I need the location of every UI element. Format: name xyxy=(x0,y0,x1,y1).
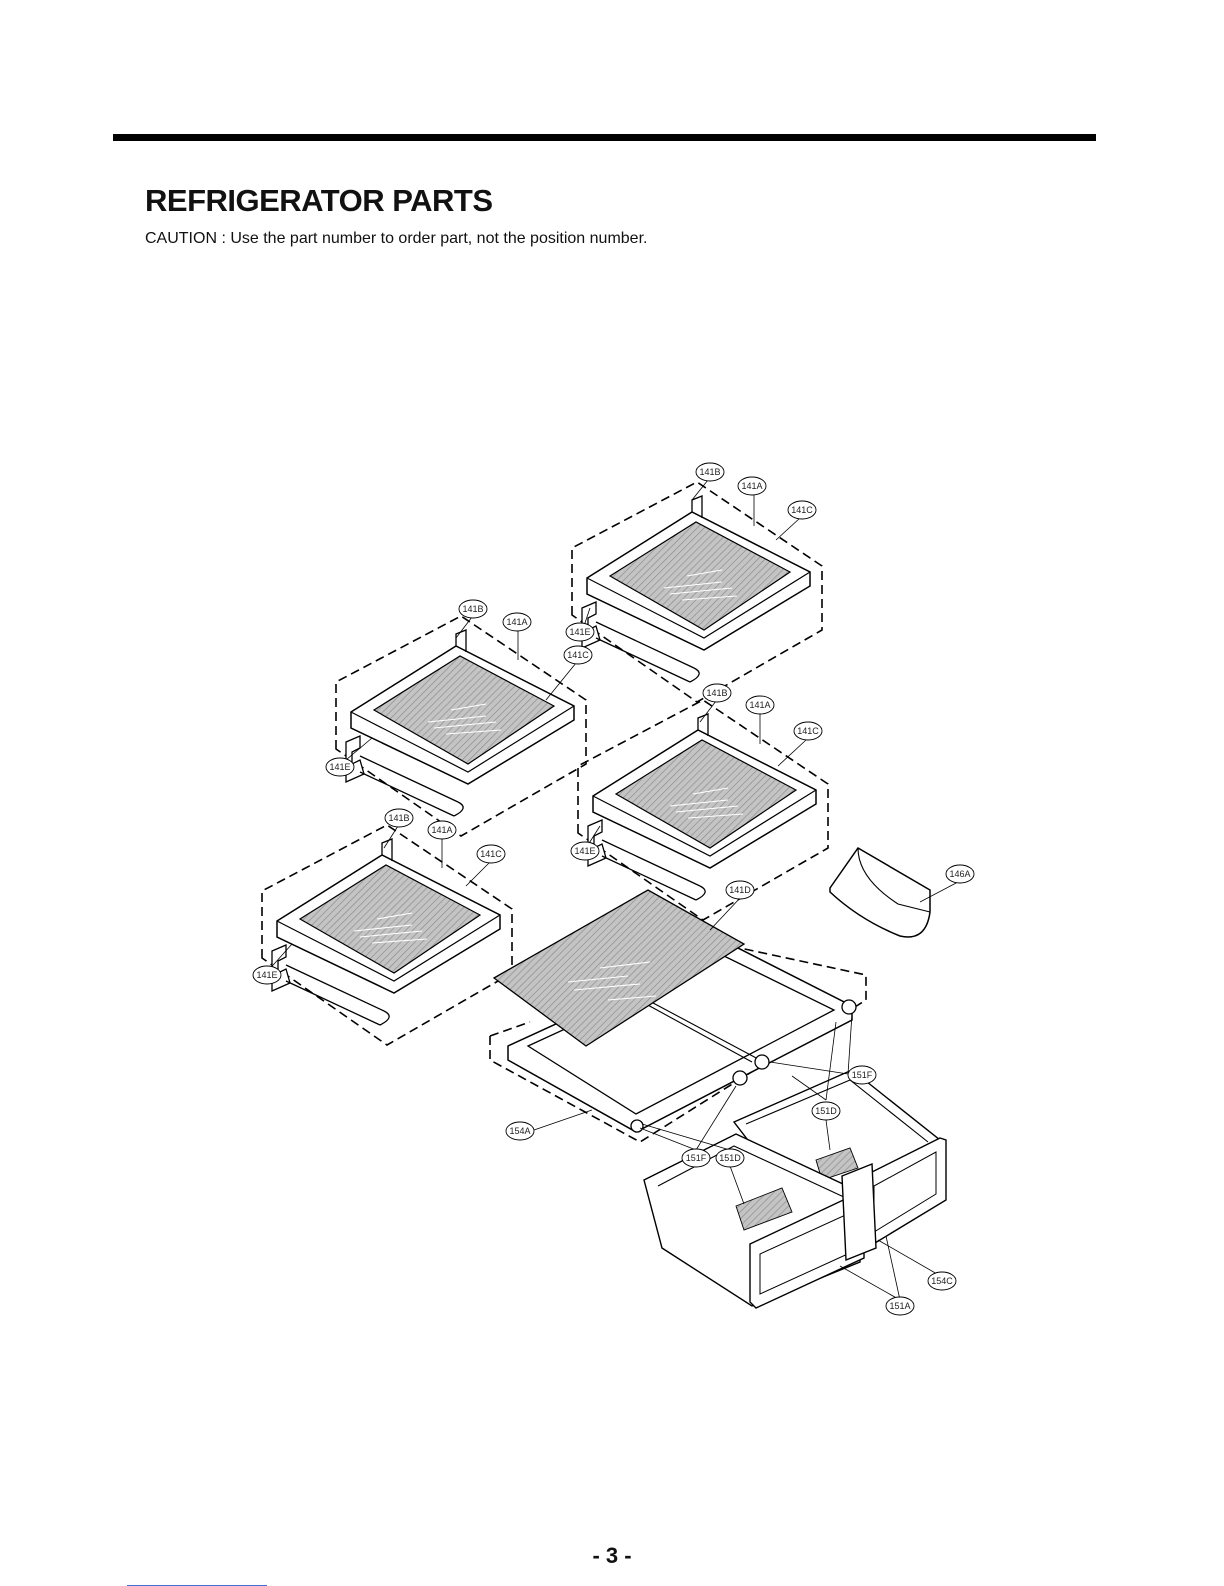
svg-text:141C: 141C xyxy=(567,650,589,660)
svg-text:141A: 141A xyxy=(741,481,762,491)
svg-text:141A: 141A xyxy=(506,617,527,627)
svg-text:141C: 141C xyxy=(797,726,819,736)
cover-146a xyxy=(830,848,930,937)
shelf-assembly-4 xyxy=(262,825,512,1045)
callout-151d-1: 151D xyxy=(812,1102,840,1120)
svg-text:141B: 141B xyxy=(388,813,409,823)
callout-141c-4: 141C xyxy=(477,845,505,863)
svg-text:141C: 141C xyxy=(791,505,813,515)
page-number: - 3 - xyxy=(0,1543,1224,1569)
callout-141b-2: 141B xyxy=(459,600,487,618)
svg-text:151F: 151F xyxy=(686,1153,707,1163)
callout-154a: 154A xyxy=(506,1122,534,1140)
callout-141a-2: 141A xyxy=(503,613,531,631)
callout-141c-3: 141C xyxy=(794,722,822,740)
svg-text:141C: 141C xyxy=(480,849,502,859)
callout-151f-2: 151F xyxy=(682,1149,710,1167)
callout-141d: 141D xyxy=(726,881,754,899)
svg-text:151D: 151D xyxy=(815,1106,837,1116)
svg-text:154C: 154C xyxy=(931,1276,953,1286)
callout-141b-3: 141B xyxy=(703,684,731,702)
callout-141c-1: 141C xyxy=(788,501,816,519)
callout-141e-2: 141E xyxy=(326,758,354,776)
callout-154c: 154C xyxy=(928,1272,956,1290)
callout-141e-4: 141E xyxy=(253,966,281,984)
shelf-assembly-3 xyxy=(578,700,828,920)
svg-text:141A: 141A xyxy=(749,700,770,710)
svg-text:141A: 141A xyxy=(431,825,452,835)
svg-text:151D: 151D xyxy=(719,1153,741,1163)
shelf-assembly-1 xyxy=(572,482,822,702)
svg-text:141B: 141B xyxy=(706,688,727,698)
svg-text:141E: 141E xyxy=(256,970,277,980)
svg-text:151A: 151A xyxy=(889,1301,910,1311)
callout-141a-1: 141A xyxy=(738,477,766,495)
svg-text:154A: 154A xyxy=(509,1126,530,1136)
callout-141a-3: 141A xyxy=(746,696,774,714)
svg-text:141B: 141B xyxy=(699,467,720,477)
callout-151f-1: 151F xyxy=(848,1066,876,1084)
callout-141a-4: 141A xyxy=(428,821,456,839)
callout-151a: 151A xyxy=(886,1297,914,1315)
callout-141e-1: 141E xyxy=(566,623,594,641)
svg-text:146A: 146A xyxy=(949,869,970,879)
svg-text:141E: 141E xyxy=(329,762,350,772)
callout-141c-2: 141C xyxy=(564,646,592,664)
callout-146a: 146A xyxy=(946,865,974,883)
svg-text:141B: 141B xyxy=(462,604,483,614)
svg-text:141D: 141D xyxy=(729,885,751,895)
callout-141b-4: 141B xyxy=(385,809,413,827)
svg-text:141E: 141E xyxy=(569,627,590,637)
svg-text:141E: 141E xyxy=(574,846,595,856)
callout-141e-3: 141E xyxy=(571,842,599,860)
callout-141b-1: 141B xyxy=(696,463,724,481)
callout-151d-2: 151D xyxy=(716,1149,744,1167)
svg-text:151F: 151F xyxy=(852,1070,873,1080)
shelf-assembly-2 xyxy=(336,616,586,836)
